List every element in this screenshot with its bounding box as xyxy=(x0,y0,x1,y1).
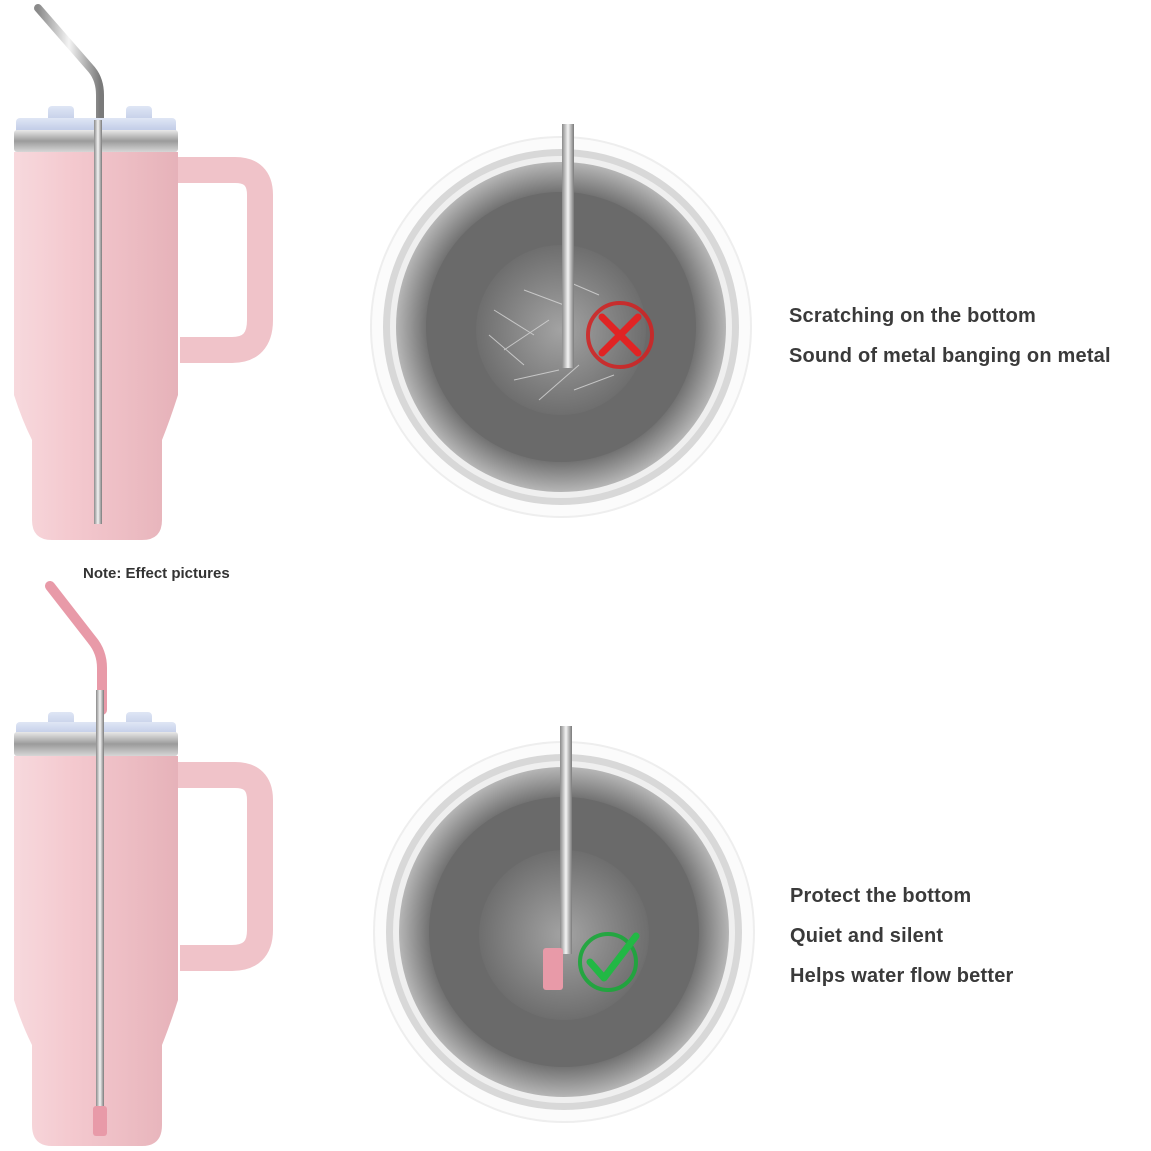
cup-top-view-protected xyxy=(373,726,755,1123)
with-tip-caption-list: Protect the bottom Quiet and silent Help… xyxy=(790,876,1014,996)
effect-note: Note: Effect pictures xyxy=(83,565,230,582)
caption-water-flow: Helps water flow better xyxy=(790,965,1014,987)
cup-top-view-scratched xyxy=(370,124,752,518)
tumbler-with-silicone-tip-straw xyxy=(14,581,273,1146)
red-x-icon xyxy=(586,301,654,369)
green-check-icon xyxy=(578,932,640,992)
tumbler-with-metal-straw xyxy=(14,4,273,540)
caption-scratching: Scratching on the bottom xyxy=(789,305,1037,327)
caption-quiet: Quiet and silent xyxy=(790,925,944,947)
caption-metal-sound: Sound of metal banging on metal xyxy=(789,345,1111,367)
caption-protect-bottom: Protect the bottom xyxy=(790,885,972,907)
without-tip-caption-list: Scratching on the bottom Sound of metal … xyxy=(789,296,1111,376)
